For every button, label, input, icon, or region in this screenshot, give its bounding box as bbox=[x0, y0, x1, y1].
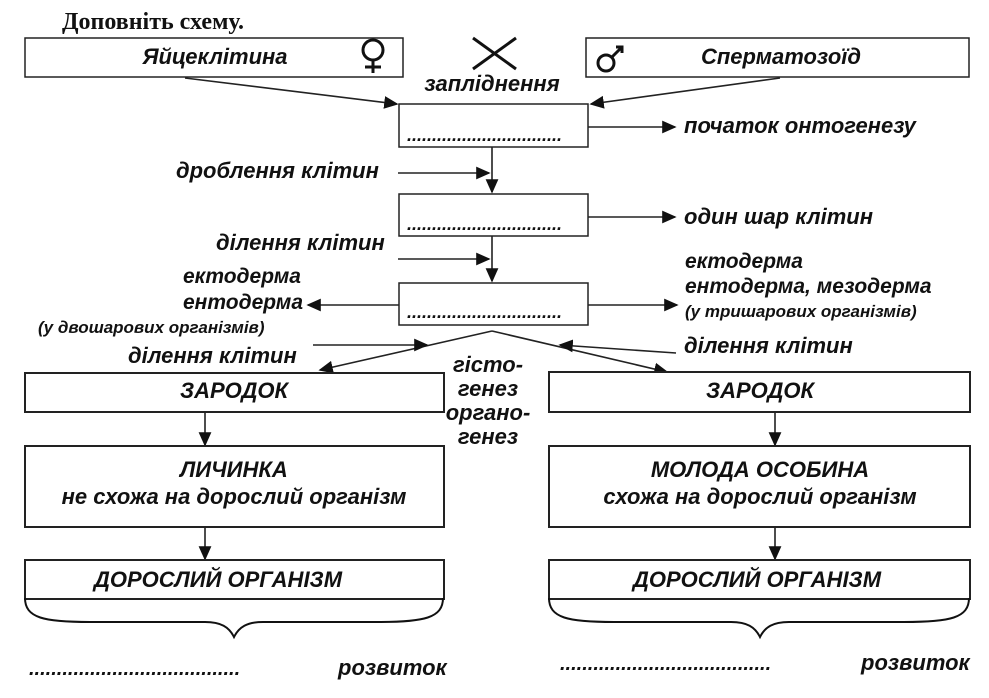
young-individual-title: МОЛОДА ОСОБИНА bbox=[651, 457, 869, 482]
one-layer-label: один шар клітин bbox=[684, 204, 873, 229]
organogenesis-line-2: генез bbox=[458, 424, 518, 449]
right-adult-label: ДОРОСЛИЙ ОРГАНІЗМ bbox=[631, 566, 882, 592]
left-brace bbox=[24, 597, 444, 640]
egg-to-zygote-arrow bbox=[184, 77, 399, 109]
cell-division-label-3: ділення клітин bbox=[684, 333, 853, 358]
cell-division-label-2: ділення клітин bbox=[128, 343, 297, 368]
larva-subtitle: не схожа на дорослий організм bbox=[62, 484, 407, 509]
right-embryo-label: ЗАРОДОК bbox=[706, 378, 816, 403]
sperm-to-zygote-arrow bbox=[589, 77, 781, 109]
left-germ-line-3: (у двошарових організмів) bbox=[38, 318, 265, 337]
right-embryo-box bbox=[548, 371, 971, 413]
stage-box-1 bbox=[398, 103, 589, 148]
right-adult-box bbox=[548, 559, 971, 600]
branch-right-line bbox=[491, 330, 669, 376]
larva-title: ЛИЧИНКА bbox=[178, 457, 288, 482]
egg-cell-label: Яйцеклітина bbox=[141, 44, 287, 69]
female-symbol-icon bbox=[361, 38, 385, 73]
right-brace bbox=[548, 597, 970, 640]
right-germ-line-1: ектодерма bbox=[685, 250, 803, 273]
sperm-cell-label: Сперматозоїд bbox=[701, 44, 861, 69]
left-adult-label: ДОРОСЛИЙ ОРГАНІЗМ bbox=[92, 566, 343, 592]
fertilization-label: запліднення bbox=[424, 71, 559, 96]
young-individual-box bbox=[548, 445, 971, 528]
left-adult-box bbox=[24, 559, 445, 600]
cell-division-label-1: ділення клітин bbox=[216, 230, 385, 255]
stage-box-1-blank: ............................... bbox=[407, 125, 562, 145]
stage-box-2 bbox=[398, 193, 589, 237]
cleavage-label: дроблення клітин bbox=[176, 158, 379, 183]
left-germ-line-2: ентодерма bbox=[183, 291, 303, 314]
right-bottom-dots: ...................................... bbox=[560, 653, 771, 675]
ontogenesis-label: початок онтогенезу bbox=[684, 113, 918, 138]
male-symbol-icon bbox=[596, 45, 624, 73]
left-bottom-dots: ...................................... bbox=[29, 658, 240, 680]
larva-box bbox=[24, 445, 445, 528]
histogenesis-line-1: гісто- bbox=[453, 352, 523, 377]
stage-box-3-blank: ............................... bbox=[407, 302, 562, 322]
organogenesis-line-1: органо- bbox=[446, 400, 531, 425]
branch-left-line bbox=[318, 330, 493, 374]
stage-box-3 bbox=[398, 282, 589, 326]
sperm-cell-box bbox=[585, 37, 970, 78]
egg-cell-box bbox=[24, 37, 404, 78]
stage-box-2-blank: ............................... bbox=[407, 214, 562, 234]
right-germ-line-2: ентодерма, мезодерма bbox=[685, 275, 932, 298]
left-development-label: розвиток bbox=[337, 655, 449, 680]
cell-division-right-arrow bbox=[558, 339, 677, 354]
cross-icon bbox=[472, 36, 517, 71]
page-title: Доповніть схему. bbox=[62, 9, 244, 35]
right-development-label: розвиток bbox=[860, 650, 972, 675]
left-embryo-box bbox=[24, 372, 445, 413]
left-embryo-label: ЗАРОДОК bbox=[180, 378, 290, 403]
histogenesis-line-2: генез bbox=[458, 376, 518, 401]
right-germ-line-3: (у тришарових організмів) bbox=[685, 302, 917, 321]
left-germ-line-1: ектодерма bbox=[183, 265, 301, 288]
young-individual-subtitle: схожа на дорослий організм bbox=[603, 484, 916, 509]
